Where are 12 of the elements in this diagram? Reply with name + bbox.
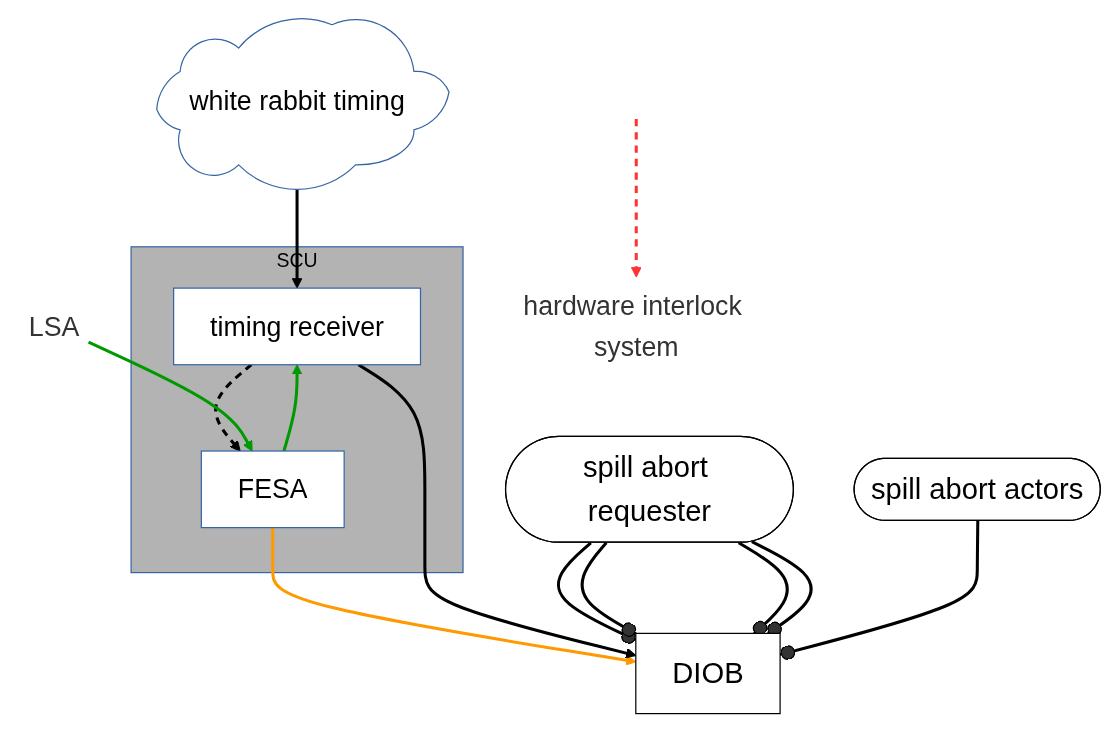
arrow bbox=[630, 119, 642, 278]
node-text: hardware interlock system bbox=[522, 291, 742, 362]
node-box: FESA bbox=[200, 450, 345, 529]
arrow bbox=[87, 341, 253, 452]
connector bbox=[556, 542, 636, 645]
arrow bbox=[281, 364, 302, 452]
node-text: LSA bbox=[28, 311, 79, 342]
node-box: timing receiver bbox=[172, 287, 421, 366]
node-box: DIOB bbox=[634, 633, 781, 715]
connector bbox=[580, 542, 637, 638]
arrow bbox=[270, 527, 636, 666]
connector bbox=[779, 521, 979, 661]
